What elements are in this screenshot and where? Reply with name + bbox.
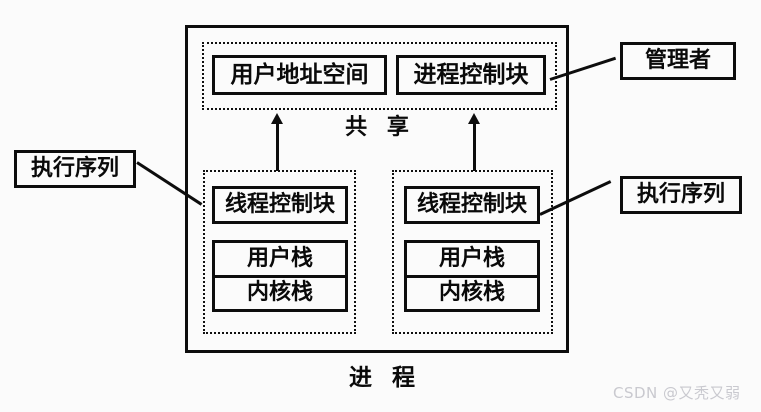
thread-stacks-box-right: 用户栈 内核栈	[404, 240, 540, 312]
kernel-stack-row: 内核栈	[407, 278, 537, 310]
callout-exec-seq-left-box: 执行序列	[14, 150, 136, 188]
process-control-block-box: 进程控制块	[396, 55, 546, 95]
thread-region-right	[392, 170, 553, 334]
user-address-space-label: 用户地址空间	[230, 61, 369, 88]
diagram-caption: 进 程	[310, 362, 460, 394]
user-address-space-box: 用户地址空间	[212, 55, 387, 95]
arrow-right-thread-to-shared	[468, 113, 480, 171]
diagram-caption-text: 进 程	[348, 364, 421, 391]
watermark-text: CSDN @又秃又弱	[613, 384, 741, 402]
arrow-shaft	[472, 124, 476, 171]
arrow-head-icon	[271, 113, 283, 124]
user-stack-row: 用户栈	[215, 243, 345, 278]
thread-control-block-label: 线程控制块	[416, 192, 527, 217]
user-stack-label: 用户栈	[438, 245, 505, 271]
arrow-left-thread-to-shared	[271, 113, 283, 171]
process-outer-frame	[185, 25, 569, 353]
thread-stacks-box-left: 用户栈 内核栈	[212, 240, 348, 312]
arrow-shaft	[275, 124, 279, 171]
arrow-head-icon	[468, 113, 480, 124]
kernel-stack-label: 内核栈	[246, 280, 313, 306]
thread-region-left	[203, 170, 356, 334]
thread-control-block-box-right: 线程控制块	[404, 186, 540, 224]
callout-exec-seq-right-box: 执行序列	[620, 176, 742, 214]
callout-exec-seq-right-label: 执行序列	[636, 182, 725, 207]
callout-manager-label: 管理者	[644, 48, 711, 73]
thread-control-block-label: 线程控制块	[224, 192, 335, 217]
kernel-stack-row: 内核栈	[215, 278, 345, 310]
process-control-block-label: 进程控制块	[413, 61, 529, 88]
user-stack-label: 用户栈	[246, 245, 313, 271]
watermark: CSDN @又秃又弱	[613, 382, 741, 403]
thread-control-block-box-left: 线程控制块	[212, 186, 348, 224]
shared-label: 共 享	[300, 113, 460, 143]
user-stack-row: 用户栈	[407, 243, 537, 278]
kernel-stack-label: 内核栈	[438, 280, 505, 306]
callout-exec-seq-left-label: 执行序列	[30, 156, 119, 181]
callout-manager-box: 管理者	[620, 42, 736, 80]
shared-label-text: 共 享	[345, 115, 415, 140]
